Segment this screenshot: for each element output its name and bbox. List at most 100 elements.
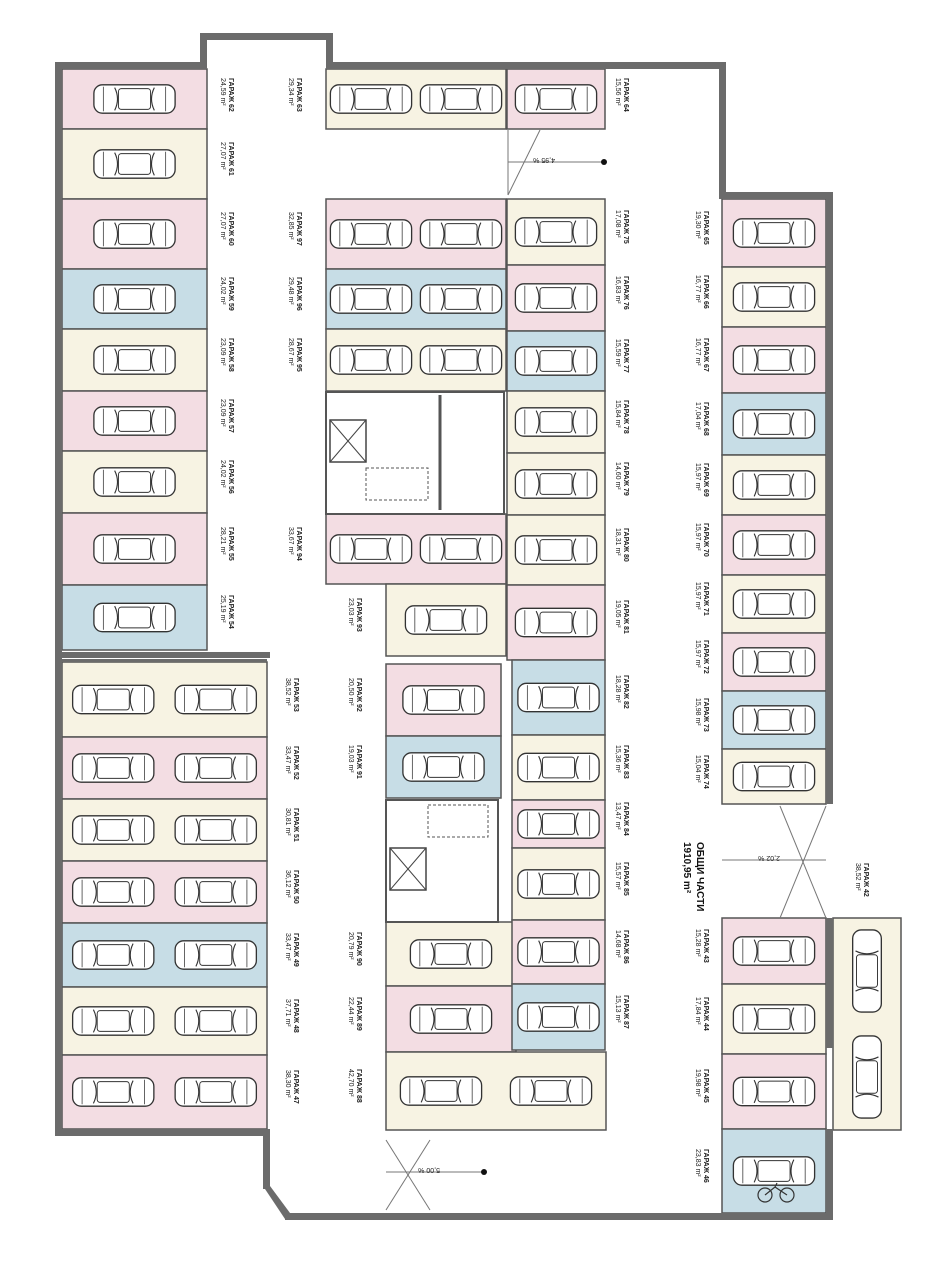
- garage-name-label: ГАРАЖ 85: [622, 862, 629, 896]
- garage-area-label: 15,56 m²: [614, 78, 621, 106]
- car-icon: [174, 1006, 258, 1036]
- garage-name-label: ГАРАЖ 96: [295, 277, 302, 311]
- car-icon: [419, 284, 503, 314]
- garage-area-label: 15,98 m²: [694, 698, 701, 726]
- garage-area-label: 29,34 m²: [287, 78, 294, 106]
- garage-area-label: 19,98 m²: [694, 1069, 701, 1097]
- parking-space: [511, 799, 606, 849]
- garage-area-label: 19,05 m²: [614, 600, 621, 628]
- garage-area-label: 16,83 m²: [614, 276, 621, 304]
- car-icon: [93, 406, 176, 436]
- parking-space: [61, 860, 268, 924]
- parking-space: [61, 986, 268, 1056]
- car-icon: [517, 752, 600, 783]
- garage-area-label: 37,71 m²: [284, 999, 291, 1027]
- car-icon: [71, 753, 155, 783]
- car-icon: [174, 877, 258, 907]
- car-icon: [732, 705, 816, 735]
- car-icon: [93, 467, 176, 497]
- parking-space: [721, 917, 827, 985]
- garage-area-label: 15,97 m²: [694, 582, 701, 610]
- garage-name-label: ГАРАЖ 94: [295, 527, 302, 561]
- parking-space: [385, 921, 517, 987]
- car-icon: [732, 761, 816, 792]
- car-icon: [514, 346, 598, 376]
- parking-space: [325, 68, 507, 130]
- car-icon: [514, 283, 598, 313]
- parking-space: [506, 390, 606, 454]
- car-icon: [402, 685, 485, 715]
- car-icon: [732, 282, 816, 312]
- garage-area-label: 15,04 m²: [694, 755, 701, 783]
- garage-name-label: ГАРАЖ 63: [295, 78, 302, 112]
- parking-space: [61, 584, 208, 651]
- garage-name-label: ГАРАЖ 46: [702, 1149, 709, 1183]
- garage-name-label: ГАРАЖ 64: [622, 78, 629, 112]
- parking-space: [385, 663, 502, 737]
- garage-name-label: ГАРАЖ 74: [702, 755, 709, 789]
- garage-name-label: ГАРАЖ 68: [702, 402, 709, 436]
- car-icon: [514, 607, 598, 638]
- garage-area-label: 15,97 m²: [694, 640, 701, 668]
- garage-name-label: ГАРАЖ 91: [355, 745, 362, 779]
- garage-area-label: 17,84 m²: [694, 997, 701, 1025]
- ramp-slope-label: 5,00 %: [418, 1166, 440, 1173]
- parking-space: [61, 661, 268, 738]
- garage-area-label: 22,44 m²: [347, 997, 354, 1025]
- car-icon: [732, 345, 816, 375]
- parking-space: [721, 632, 827, 692]
- car-icon: [517, 869, 600, 899]
- car-icon: [93, 602, 176, 633]
- parking-space: [721, 326, 827, 394]
- car-icon: [732, 218, 816, 248]
- garage-area-label: 15,97 m²: [694, 523, 701, 551]
- bicycle-icon: [757, 1182, 795, 1203]
- garage-name-label: ГАРАЖ 79: [622, 462, 629, 496]
- car-icon: [329, 534, 413, 564]
- parking-space: [506, 264, 606, 332]
- parking-space: [325, 268, 507, 330]
- garage-name-label: ГАРАЖ 83: [622, 745, 629, 779]
- garage-name-label: ГАРАЖ 86: [622, 930, 629, 964]
- car-icon: [409, 1004, 493, 1034]
- garage-name-label: ГАРАЖ 92: [355, 678, 362, 712]
- stair-core-lower: [385, 799, 499, 923]
- car-icon: [93, 149, 176, 179]
- garage-area-label: 27,07 m²: [219, 142, 226, 170]
- garage-area-label: 13,47 m²: [614, 802, 621, 830]
- garage-area-label: 32,85 m²: [287, 212, 294, 240]
- car-icon: [732, 1076, 816, 1107]
- parking-space: [721, 198, 827, 268]
- garage-area-label: 25,19 m²: [219, 595, 226, 623]
- parking-space: [511, 919, 606, 985]
- garage-area-label: 23,03 m²: [347, 598, 354, 626]
- parking-space: [325, 513, 507, 585]
- garage-name-label: ГАРАЖ 61: [227, 142, 234, 176]
- parking-space: [61, 798, 268, 862]
- parking-space: [325, 328, 507, 392]
- garage-name-label: ГАРАЖ 54: [227, 595, 234, 629]
- garage-name-label: ГАРАЖ 45: [702, 1069, 709, 1103]
- car-icon: [174, 1077, 258, 1107]
- car-icon: [93, 219, 176, 249]
- ramp-slope-label: 2,02 %: [758, 854, 780, 861]
- parking-space: [721, 574, 827, 634]
- garage-name-label: ГАРАЖ 97: [295, 212, 302, 246]
- parking-space: [721, 392, 827, 456]
- garage-name-label: ГАРАЖ 93: [355, 598, 362, 632]
- garage-name-label: ГАРАЖ 56: [227, 460, 234, 494]
- parking-space: [385, 583, 507, 657]
- garage-area-label: 15,57 m²: [614, 862, 621, 890]
- garage-name-label: ГАРАЖ 67: [702, 338, 709, 372]
- car-icon: [399, 1076, 483, 1106]
- garage-area-label: 14,68 m²: [614, 930, 621, 958]
- garage-name-label: ГАРАЖ 95: [295, 338, 302, 372]
- garage-area-label: 23,09 m²: [219, 399, 226, 427]
- garage-name-label: ГАРАЖ 73: [702, 698, 709, 732]
- garage-area-label: 20,50 m²: [347, 678, 354, 706]
- car-icon: [732, 530, 816, 560]
- car-icon: [732, 647, 816, 677]
- parking-space: [721, 454, 827, 516]
- garage-area-label: 29,48 m²: [287, 277, 294, 305]
- garage-area-label: 20,79 m²: [347, 932, 354, 960]
